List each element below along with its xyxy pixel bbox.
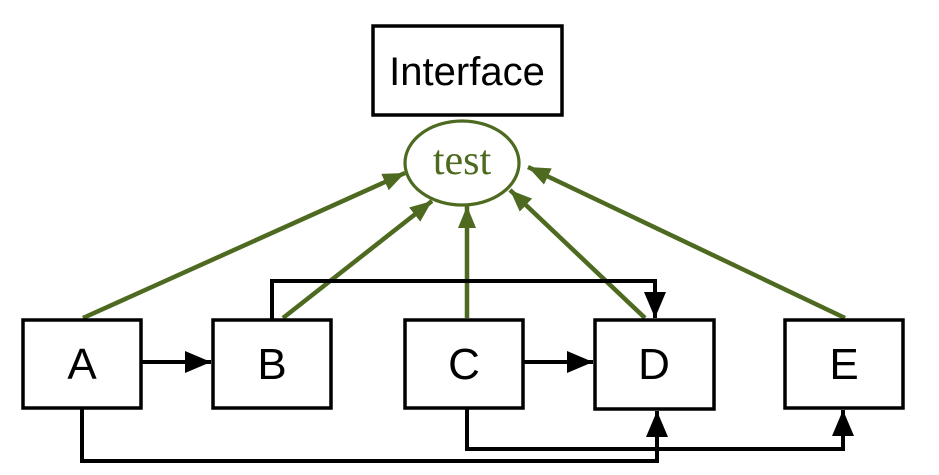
edge-a-test — [82, 170, 406, 321]
node-e-box — [783, 318, 905, 410]
edge-b-d-top-route — [270, 279, 666, 320]
node-b-label: B — [257, 340, 286, 389]
edge-c-e-bottom-route — [465, 408, 854, 451]
test-edges — [82, 164, 846, 321]
node-b-box — [211, 318, 333, 410]
node-test-ellipse — [403, 119, 521, 207]
edge-d-test — [508, 188, 647, 320]
node-c-label: C — [448, 340, 480, 389]
edge-b-test — [281, 199, 434, 320]
edge-a-d-bottom-route — [80, 408, 668, 463]
nodes: Interface test A B C D E — [21, 24, 905, 411]
node-d-box — [593, 318, 716, 411]
node-e-label: E — [829, 340, 858, 389]
edge-e-test — [527, 164, 846, 321]
node-a-label: A — [67, 340, 97, 389]
node-interface-box — [371, 24, 564, 117]
node-c-box — [403, 318, 525, 410]
node-a-box — [21, 318, 143, 410]
dependency-edges — [80, 279, 854, 463]
node-interface-label: Interface — [389, 50, 545, 94]
node-test-label: test — [433, 138, 492, 184]
node-d-label: D — [638, 340, 670, 389]
